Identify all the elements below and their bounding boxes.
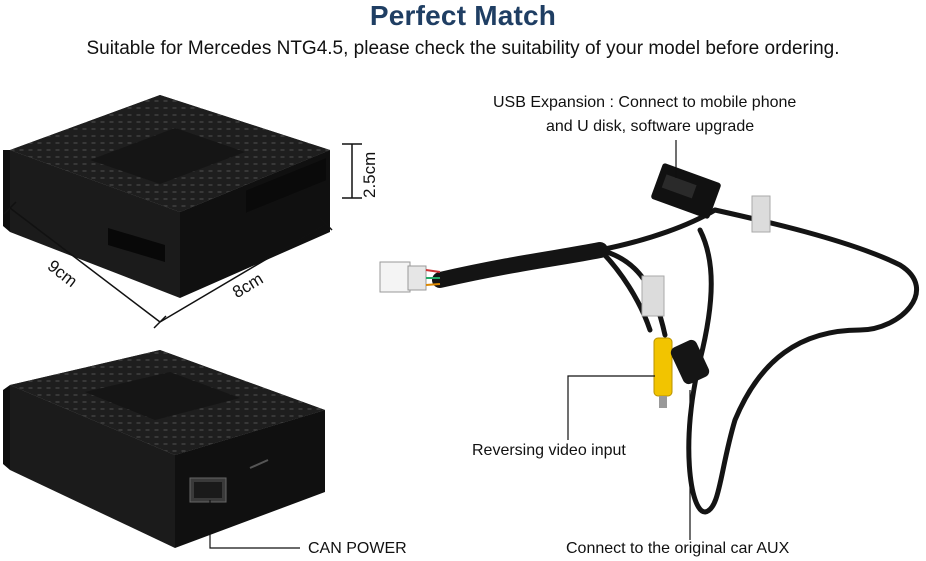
page-title: Perfect Match — [369, 0, 557, 31]
height-dimension — [342, 143, 362, 199]
aux-label: Connect to the original car AUX — [566, 540, 790, 557]
rca-connector — [653, 337, 673, 408]
aux-plug — [670, 339, 710, 385]
usb-expansion-label-line2: and U disk, software upgrade — [546, 118, 755, 135]
usb-socket — [651, 163, 721, 219]
width-dimension — [159, 217, 333, 323]
usb-expansion-label-line1: USB Expansion : Connect to mobile phone — [493, 94, 797, 111]
callout-lines — [209, 140, 691, 549]
can-power-label: CAN POWER — [308, 540, 407, 557]
adapter-box-bottom — [3, 350, 325, 548]
height-label: 2.5cm — [360, 151, 379, 198]
harness-connector — [379, 261, 441, 293]
page-subtitle: Suitable for Mercedes NTG4.5, please che… — [86, 38, 840, 59]
cable-tags — [641, 195, 771, 317]
reversing-video-label: Reversing video input — [472, 442, 626, 459]
adapter-box-top — [3, 95, 330, 298]
